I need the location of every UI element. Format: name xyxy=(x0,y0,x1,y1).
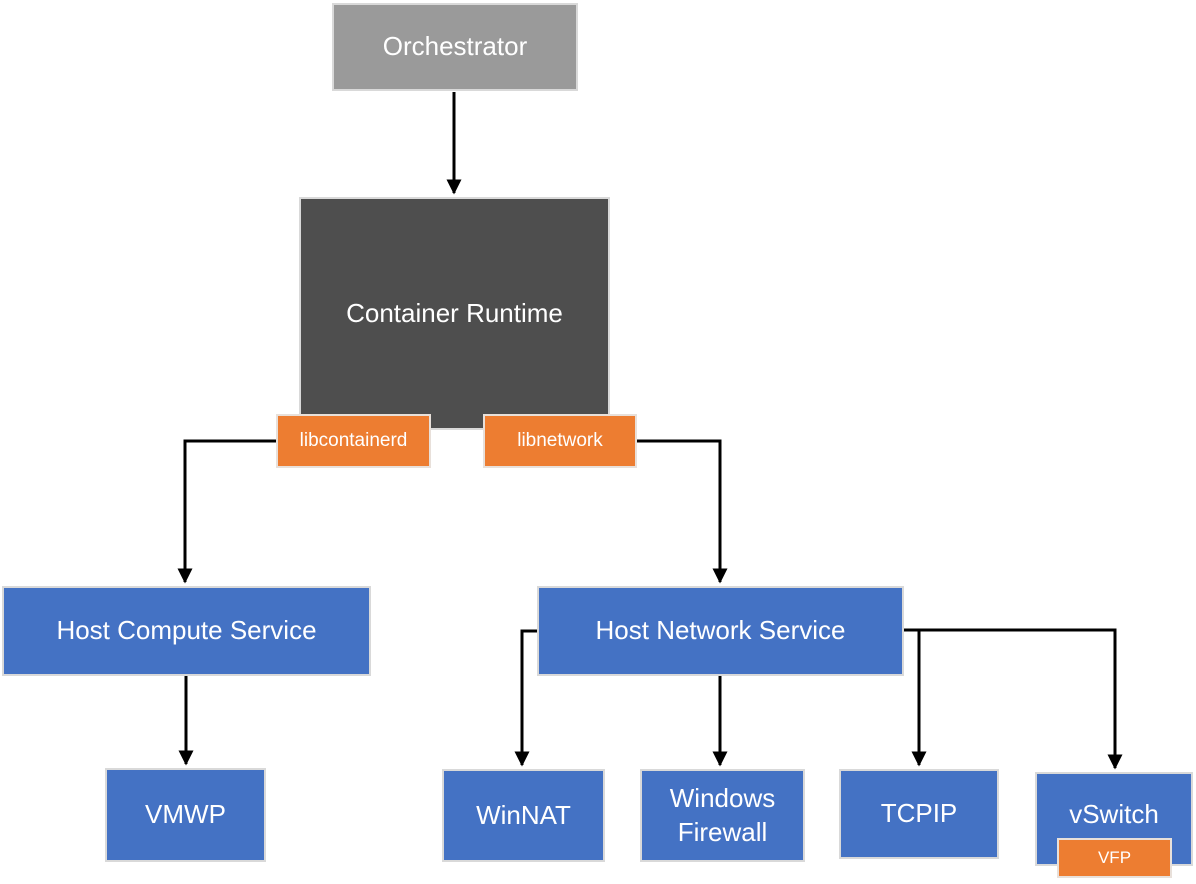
edge-libnetwork-to-host-network-service xyxy=(636,439,728,584)
node-winnat: WinNAT xyxy=(442,769,605,862)
node-tcpip-label: TCPIP xyxy=(880,798,958,829)
node-host-network-service-label: Host Network Service xyxy=(595,615,846,646)
node-orchestrator: Orchestrator xyxy=(332,3,578,91)
node-vmwp-label: VMWP xyxy=(145,799,226,830)
node-vfp: VFP xyxy=(1057,838,1172,878)
edge-host-network-service-to-tcpip xyxy=(903,628,927,767)
node-vmwp: VMWP xyxy=(105,768,266,862)
node-libnetwork-label: libnetwork xyxy=(517,429,603,451)
edge-libcontainerd-to-host-compute-service xyxy=(177,439,277,584)
node-windows-firewall-label: Windows Firewall xyxy=(669,782,776,847)
node-orchestrator-label: Orchestrator xyxy=(382,31,528,62)
edge-host-network-service-to-winnat xyxy=(514,629,538,767)
node-winnat-label: WinNAT xyxy=(476,799,571,830)
node-vfp-label: VFP xyxy=(1097,847,1132,867)
node-container-runtime-label: Container Runtime xyxy=(346,297,563,328)
node-libcontainerd: libcontainerd xyxy=(276,414,431,468)
node-vswitch-label: vSwitch xyxy=(1069,799,1159,829)
node-host-compute-service-label: Host Compute Service xyxy=(56,615,317,646)
node-host-compute-service: Host Compute Service xyxy=(2,586,371,676)
node-libcontainerd-label: libcontainerd xyxy=(299,429,408,451)
edge-host-network-service-to-vswitch xyxy=(903,628,1123,770)
node-libnetwork: libnetwork xyxy=(483,414,637,468)
node-tcpip: TCPIP xyxy=(839,769,999,859)
node-windows-firewall: Windows Firewall xyxy=(640,769,805,862)
node-container-runtime: Container Runtime xyxy=(299,197,610,430)
node-host-network-service: Host Network Service xyxy=(537,586,904,676)
